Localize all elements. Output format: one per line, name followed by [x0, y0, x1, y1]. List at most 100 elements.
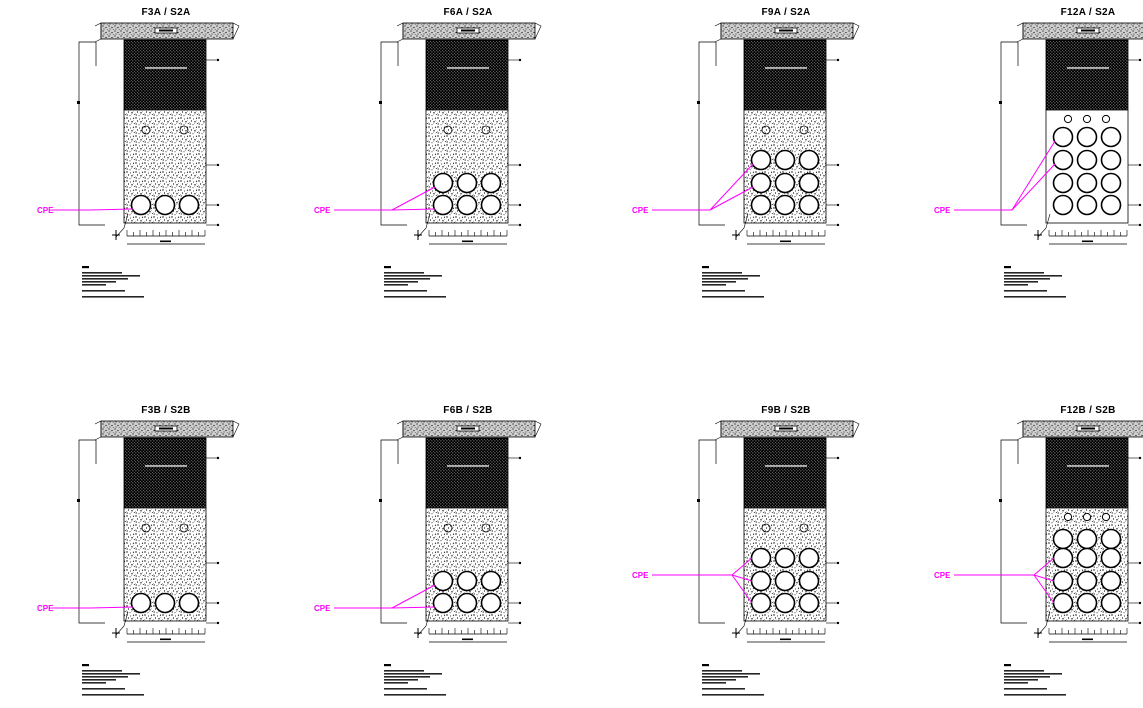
duct-conduit	[774, 194, 796, 216]
callout-dot	[1138, 203, 1142, 207]
duct-conduit	[798, 172, 820, 194]
duct-conduit	[774, 592, 796, 614]
callout-dot	[518, 561, 522, 565]
depth-dimension	[380, 439, 407, 624]
duct-conduit	[456, 194, 478, 216]
note-line	[82, 272, 122, 274]
surface-marker-fill	[779, 29, 793, 32]
note-line	[1004, 679, 1038, 681]
callout-dot	[216, 601, 220, 605]
small-duct	[1101, 114, 1111, 124]
surface-break-left	[396, 420, 404, 441]
callout-dot	[836, 203, 840, 207]
cpe-branch	[1033, 574, 1055, 604]
duct-conduit	[774, 570, 796, 592]
note-line	[82, 281, 116, 283]
surface-marker-fill	[461, 29, 475, 32]
notes-heading	[1004, 664, 1011, 667]
scale-label	[462, 638, 473, 641]
cpe-branch	[731, 574, 753, 604]
note-line	[702, 682, 726, 684]
callout-dot	[836, 456, 840, 460]
duct-conduit	[774, 547, 796, 569]
notes-heading	[384, 664, 391, 667]
ground-lead	[735, 611, 749, 636]
callout-dot	[216, 203, 220, 207]
surface-break-left	[94, 420, 102, 441]
scale-label	[160, 240, 171, 243]
duct-conduit	[1100, 592, 1122, 614]
aggregate-stone	[141, 125, 151, 135]
surface-marker-fill	[159, 427, 173, 430]
cpe-label: CPE	[934, 206, 951, 215]
cpe-branch	[731, 574, 753, 582]
aggregate-stone	[443, 125, 453, 135]
note-line	[1004, 272, 1044, 274]
small-duct	[1101, 512, 1111, 522]
scale-label	[160, 638, 171, 641]
note-line	[82, 688, 125, 690]
ground-lead	[1037, 611, 1051, 636]
callout-dot	[518, 163, 522, 167]
note-line	[702, 284, 726, 286]
duct-conduit	[1052, 172, 1074, 194]
scale-label	[1082, 638, 1093, 641]
note-line	[1004, 278, 1050, 280]
duct-conduit	[750, 570, 772, 592]
cpe-branch	[89, 606, 134, 609]
surface-break-left	[1016, 22, 1024, 43]
note-line	[384, 290, 427, 292]
callout-dot	[216, 223, 220, 227]
duct-conduit	[178, 194, 200, 216]
note-line	[1004, 275, 1062, 277]
duct-conduit	[774, 172, 796, 194]
depth-label	[77, 499, 80, 502]
surface-break-right	[232, 420, 240, 438]
depth-dimension	[698, 41, 725, 226]
duct-conduit	[480, 570, 502, 592]
cpe-branch	[709, 163, 754, 211]
callout-dot	[836, 621, 840, 625]
panel-title: F9B / S2B	[761, 405, 810, 416]
duct-conduit	[130, 592, 152, 614]
note-line	[82, 682, 106, 684]
note-line	[82, 296, 144, 298]
surface-marker-fill	[461, 427, 475, 430]
surface-break-right	[232, 22, 240, 40]
backfill-layer	[1045, 437, 1129, 509]
cpe-branch	[1033, 574, 1055, 582]
surface-break-right	[534, 420, 542, 438]
duct-conduit	[1076, 528, 1098, 550]
cpe-branch	[391, 208, 436, 211]
note-line	[82, 694, 144, 696]
duct-conduit	[432, 592, 454, 614]
cpe-label: CPE	[632, 571, 649, 580]
surface-break-left	[714, 420, 722, 441]
note-line	[1004, 688, 1047, 690]
callout-dot	[518, 58, 522, 62]
duct-conduit	[1052, 126, 1074, 148]
duct-conduit	[1052, 547, 1074, 569]
duct-conduit	[1100, 172, 1122, 194]
note-line	[1004, 284, 1028, 286]
cpe-label: CPE	[314, 206, 331, 215]
note-line	[1004, 281, 1038, 283]
duct-conduit	[1052, 592, 1074, 614]
depth-dimension	[380, 41, 407, 226]
note-line	[702, 694, 764, 696]
note-line	[702, 670, 742, 672]
duct-conduit	[798, 547, 820, 569]
duct-conduit	[798, 194, 820, 216]
cpe-branch	[391, 186, 436, 211]
panel-title: F3A / S2A	[141, 7, 190, 18]
callout-dot	[518, 456, 522, 460]
duct-conduit	[798, 570, 820, 592]
duct-conduit	[1052, 194, 1074, 216]
duct-conduit	[750, 547, 772, 569]
duct-conduit	[798, 149, 820, 171]
ground-lead	[115, 213, 129, 238]
duct-conduit	[1076, 126, 1098, 148]
